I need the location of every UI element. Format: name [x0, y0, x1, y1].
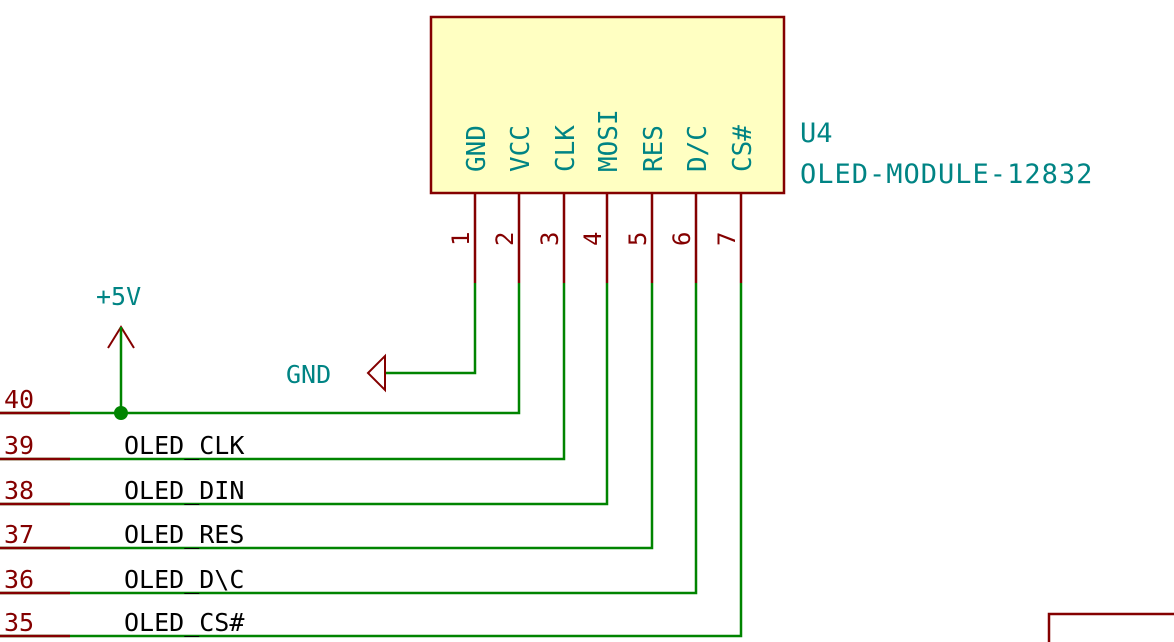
wire-gnd[interactable] — [385, 283, 477, 375]
pin-name: CS# — [728, 125, 758, 172]
ground-arrow-icon — [366, 353, 386, 393]
pin-name: VCC — [506, 125, 536, 172]
pin-number: 6 — [668, 232, 696, 246]
net-label: OLED_CS# — [124, 608, 244, 637]
net-label: OLED_DIN — [124, 476, 244, 505]
pin-name: GND — [462, 125, 492, 172]
wire-pin-7[interactable] — [0, 283, 743, 638]
module-pin-5[interactable]: RES 5 — [624, 125, 669, 283]
module-pin-3[interactable]: CLK 3 — [536, 125, 581, 283]
component-value: OLED-MODULE-12832 — [800, 159, 1093, 190]
module-pin-1[interactable]: GND 1 — [447, 125, 492, 283]
wire-pin-5[interactable] — [0, 283, 654, 550]
pin-number: 3 — [536, 232, 564, 246]
module-pin-6[interactable]: D/C 6 — [668, 125, 713, 283]
pin-number: 1 — [447, 232, 475, 246]
header-pin-number: 39 — [4, 431, 34, 460]
module-pin-2[interactable]: VCC 2 — [491, 125, 536, 283]
header-pin-number: 36 — [4, 565, 34, 594]
wires — [0, 283, 743, 638]
header-pin-number: 38 — [4, 476, 34, 505]
pin-name: RES — [639, 125, 669, 172]
net-label: OLED_D\C — [124, 565, 244, 594]
gnd-symbol[interactable]: GND — [286, 353, 386, 393]
wire-pin-2[interactable] — [0, 283, 521, 415]
pin-number: 5 — [624, 232, 652, 246]
header-pin-row[interactable]: 38 OLED_DIN — [0, 476, 244, 506]
module-pin-4[interactable]: MOSI 4 — [579, 109, 624, 283]
plus5v-label: +5V — [96, 282, 141, 311]
gnd-label: GND — [286, 360, 331, 389]
header-pin-row[interactable]: 39 OLED_CLK — [0, 431, 244, 461]
header-pin-row[interactable]: 36 OLED_D\C — [0, 565, 244, 595]
header-pin-row[interactable]: 37 OLED_RES — [0, 520, 244, 550]
wire-pin-4[interactable] — [0, 283, 609, 506]
pin-name: CLK — [551, 125, 581, 172]
pin-name: MOSI — [594, 109, 624, 172]
wire-pin-3[interactable] — [0, 283, 566, 461]
pin-number: 4 — [579, 232, 607, 246]
net-label: OLED_RES — [124, 520, 244, 549]
header-pin-number: 40 — [4, 385, 34, 414]
pin-number: 7 — [713, 232, 741, 246]
plus5v-symbol[interactable]: +5V — [96, 282, 141, 413]
wire-pin-6[interactable] — [0, 283, 698, 595]
pin-name: D/C — [683, 125, 713, 172]
wire-junction — [114, 406, 128, 420]
partial-component-outline — [1047, 612, 1174, 642]
module-pins: GND 1 VCC 2 CLK 3 MOSI 4 RES 5 D/C 6 CS# 7 — [447, 109, 758, 283]
net-label: OLED_CLK — [124, 431, 244, 460]
header-pin-rows: 40 39 OLED_CLK 38 OLED_DIN 37 OLED_RES 36 OLED_D… — [0, 385, 244, 638]
header-pin-number: 37 — [4, 520, 34, 549]
header-pin-number: 35 — [4, 608, 34, 637]
header-pin-row[interactable]: 35 OLED_CS# — [0, 608, 244, 638]
module-pin-7[interactable]: CS# 7 — [713, 125, 758, 283]
header-pin-row[interactable]: 40 — [0, 385, 70, 415]
oled-module-body[interactable] — [429, 15, 786, 195]
pin-number: 2 — [491, 232, 519, 246]
component-reference: U4 — [800, 118, 833, 149]
